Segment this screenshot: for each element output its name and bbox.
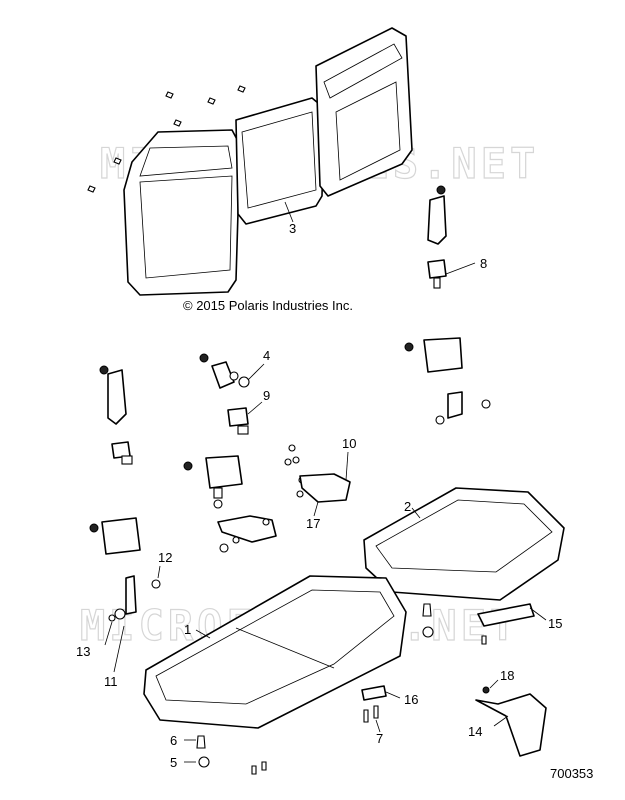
- buckle-assembly-right: [284, 444, 351, 517]
- callout-9: 9: [263, 388, 270, 403]
- callout-10: 10: [342, 436, 356, 451]
- center-upper-hardware: [199, 353, 265, 435]
- callout-12: 12: [158, 550, 172, 565]
- callout-5: 5: [170, 755, 177, 770]
- callout-6: 6: [170, 733, 177, 748]
- right-retractor: [404, 337, 491, 425]
- document-number: 700353: [550, 766, 593, 781]
- callout-16: 16: [404, 692, 418, 707]
- callout-15: 15: [548, 616, 562, 631]
- callout-4: 4: [263, 348, 270, 363]
- callout-7: 7: [376, 731, 383, 746]
- bracket-14: [475, 679, 547, 757]
- callout-2: 2: [404, 499, 411, 514]
- callout-3: 3: [289, 221, 296, 236]
- seat-bottom-left: [143, 575, 407, 775]
- seat-bottom-right: [363, 487, 565, 645]
- copyright-text: © 2015 Polaris Industries Inc.: [183, 298, 353, 313]
- callout-14: 14: [468, 724, 482, 739]
- callout-11: 11: [104, 674, 118, 689]
- callout-17: 17: [306, 516, 320, 531]
- seat-back-assembly: [87, 27, 413, 296]
- callouts: 1 2 3 4 5 6 7 8 9 10 11 12 13 14 15 16 1…: [76, 221, 562, 770]
- left-belt-hardware: [99, 365, 133, 465]
- center-retractor: [183, 455, 277, 553]
- upper-belt-hardware: [427, 185, 476, 289]
- left-retractor: [89, 517, 161, 673]
- callout-8: 8: [480, 256, 487, 271]
- callout-1: 1: [184, 622, 191, 637]
- callout-18: 18: [500, 668, 514, 683]
- callout-13: 13: [76, 644, 90, 659]
